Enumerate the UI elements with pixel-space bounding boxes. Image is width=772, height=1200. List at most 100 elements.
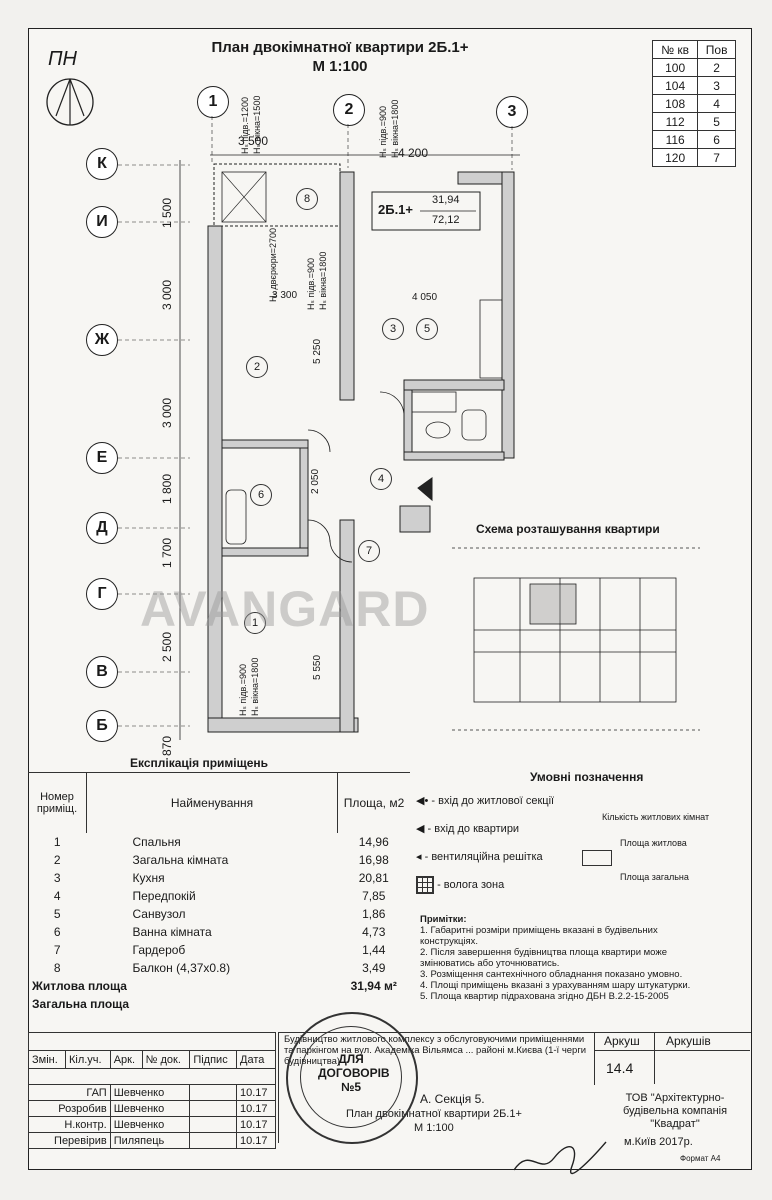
axis-marker-1: 1 <box>197 86 229 118</box>
axis-marker-v: В <box>86 656 118 688</box>
sheet-divider <box>594 1050 750 1051</box>
sheet-divider-v <box>654 1032 655 1084</box>
height-label: Hₛ вікна=1500 <box>252 95 262 154</box>
stamp-col: Змін. <box>28 1050 66 1069</box>
sheets-label: Аркушів <box>666 1034 711 1048</box>
expl-header-name: Найменування <box>86 772 338 833</box>
stamp-signatures-table: Змін. Кіл.уч. Арк. № док. Підпис Дата ГА… <box>28 1032 276 1149</box>
entrance-apt-icon: ◀ <box>416 823 425 835</box>
expl-cell: 2 <box>53 852 61 867</box>
stamp-role: Н.контр. <box>28 1116 111 1133</box>
axis-marker-3: 3 <box>496 96 528 128</box>
apt-area-living: 31,94 <box>432 194 460 206</box>
stamp-person: Шевченко <box>109 1116 191 1133</box>
stamp-person: Шевченко <box>109 1084 191 1101</box>
expl-cell: 16,98 <box>358 852 389 867</box>
expl-cell: Спальня <box>132 834 181 849</box>
expl-cell: 14,96 <box>358 834 389 849</box>
expl-cell: Гардероб <box>132 942 186 957</box>
entrance-section-icon: ◀• <box>416 795 429 807</box>
room-1-marker: 1 <box>244 612 266 634</box>
drawing-title: План двокімнатної квартири 2Б.1+ М 1:100 <box>150 38 530 76</box>
stamp-person: Пиляпець <box>109 1132 191 1149</box>
expl-cell: 1,86 <box>362 906 386 921</box>
stamp-person: Шевченко <box>109 1100 191 1117</box>
expl-cell: 1 <box>53 834 61 849</box>
expl-cell: 8 <box>53 960 61 975</box>
expl-cell: 7,85 <box>362 888 386 903</box>
dim-top-2: 4 200 <box>398 146 429 160</box>
expl-header-number: Номер приміщ. <box>28 772 87 833</box>
stamp-role: Перевірив <box>28 1132 111 1149</box>
note-item: 2. Після завершення будівництва площа кв… <box>420 947 667 969</box>
table-row: Н.контр.Шевченко 10.17 <box>28 1116 276 1133</box>
note-item: 1. Габаритні розміри приміщень вказані в… <box>420 925 658 947</box>
room-3-marker: 3 <box>382 318 404 340</box>
signature-icon <box>513 1141 607 1174</box>
height-label: Hₛ підв.=900 <box>378 105 388 158</box>
expl-cell: 1,44 <box>362 942 386 957</box>
room-7-marker: 7 <box>358 540 380 562</box>
north-arrow-icon <box>46 78 94 126</box>
vent-grille-icon: ◂ <box>416 851 422 863</box>
apt-area-total: 72,12 <box>432 214 460 226</box>
living-area-label: Житлова площа <box>32 978 127 993</box>
height-label: Hₛ підв.=900 <box>306 257 316 310</box>
table-row: 2 Загальна кімната 16,98 <box>28 851 410 869</box>
sheet-box <box>594 1032 751 1085</box>
stamp-col: Кіл.уч. <box>64 1050 111 1069</box>
total-area-label: Загальна площа <box>32 996 130 1011</box>
stamp-role: ГАП <box>28 1084 111 1101</box>
sheet-number: 14.4 <box>606 1060 634 1076</box>
company-seal-icon <box>286 1012 418 1144</box>
height-label: Hₛ вікна=1800 <box>390 99 400 158</box>
axis-marker-i: И <box>86 206 118 238</box>
title-line2: М 1:100 <box>312 58 368 75</box>
axis-marker-g: Г <box>86 578 118 610</box>
axis-marker-e: Е <box>86 442 118 474</box>
expl-cell: Загальна кімната <box>132 852 229 867</box>
table-row: 1 Спальня 14,96 <box>28 833 410 851</box>
paper-format: Формат А4 <box>680 1154 721 1163</box>
wet-zone-icon <box>416 876 434 894</box>
room-2-marker: 2 <box>246 356 268 378</box>
stamp-role: Розробив <box>28 1100 111 1117</box>
expl-cell: 6 <box>53 924 61 939</box>
axis-marker-zh: Ж <box>86 324 118 356</box>
title-line1: План двокімнатної квартири 2Б.1+ <box>211 39 469 56</box>
expl-cell: Балкон (4,37х0.8) <box>132 960 231 975</box>
axis-marker-b: Б <box>86 710 118 742</box>
expl-cell: 5 <box>53 906 61 921</box>
dim-inner-5: 5 550 <box>312 654 323 680</box>
stamp-date: 10.17 <box>236 1116 276 1133</box>
expl-cell: 20,81 <box>358 870 389 885</box>
note-item: 5. Площа квартир підрахована згідно ДБН … <box>420 991 669 1002</box>
axis-marker-k: К <box>86 148 118 180</box>
stamp-col: Дата <box>236 1050 276 1069</box>
dim-inner-2: 4 050 <box>412 292 438 303</box>
company-seal-inner <box>300 1026 402 1128</box>
kv-cell: 120 <box>651 148 699 167</box>
legend-item-label: - вхід до квартири <box>427 823 520 835</box>
height-label: Hₛ вікна=1800 <box>250 657 260 716</box>
sheet-label: Аркуш <box>604 1034 640 1048</box>
dim-inner-3: 5 250 <box>312 338 323 364</box>
expl-cell: Санвузол <box>132 906 186 921</box>
room-5-marker: 5 <box>416 318 438 340</box>
explication-title: Експлікація приміщень <box>130 756 269 770</box>
axis-marker-2: 2 <box>333 94 365 126</box>
